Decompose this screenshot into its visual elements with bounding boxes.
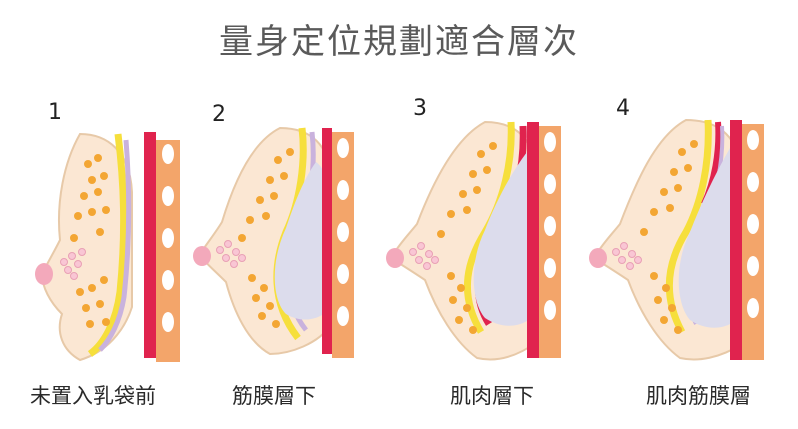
- breast-diagram-dual-plane: [589, 118, 764, 361]
- panel-3: 3: [385, 92, 580, 372]
- panel-label-1: 未置入乳袋前: [30, 384, 156, 408]
- page-title: 量身定位規劃適合層次: [219, 22, 579, 62]
- panel-4: 4: [589, 92, 785, 372]
- panel-label-4: 肌肉筋膜層: [646, 384, 751, 408]
- panel-number: 2: [212, 102, 226, 127]
- breast-diagram-before: [35, 132, 180, 362]
- panel-2: 2: [190, 92, 385, 372]
- breast-diagram-submuscular: [386, 120, 561, 361]
- panel-1: 1: [20, 92, 215, 372]
- panel-number: 3: [413, 96, 427, 121]
- breast-diagram-subfascial: [193, 126, 354, 358]
- panel-label-2: 筋膜層下: [232, 384, 316, 408]
- panel-number: 4: [616, 96, 630, 121]
- panel-number: 1: [48, 100, 62, 125]
- panel-label-3: 肌肉層下: [450, 384, 534, 408]
